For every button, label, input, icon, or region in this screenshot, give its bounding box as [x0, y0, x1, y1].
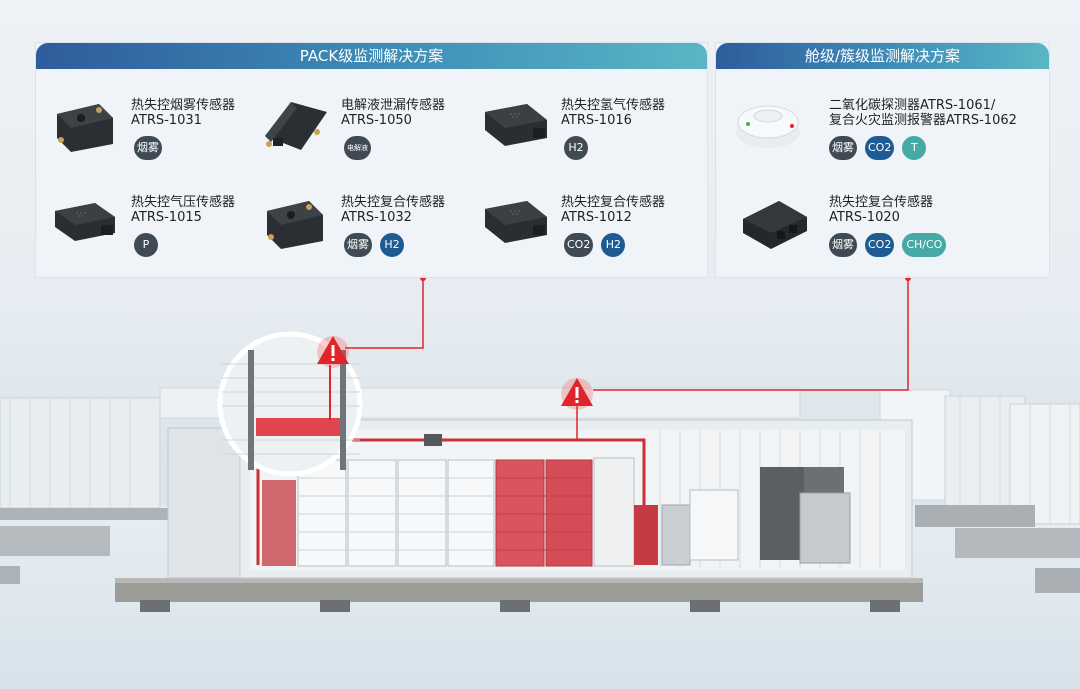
tag-electrolyte: 电解液 [344, 136, 371, 160]
sensor-model: ATRS-1031 [131, 113, 202, 128]
tag-smoke: 烟雾 [344, 233, 372, 257]
hydrogen-sensor-device-icon [485, 104, 547, 146]
sensor-tags: P [134, 233, 158, 257]
composite-sensor-device-icon [743, 201, 807, 249]
sensor-name: 热失控复合传感器 [561, 195, 666, 210]
background-container-right [879, 389, 1080, 593]
pressure-sensor-device-icon [55, 203, 115, 241]
tag-h2: H2 [564, 136, 588, 160]
sensor-name: 二氧化碳探测器ATRS-1061/ [829, 98, 996, 113]
smoke-detector-device-icon [736, 105, 800, 148]
tag-pressure: P [134, 233, 158, 257]
sensor-card-atrs-1050: 电解液泄漏传感器 ATRS-1050 电解液 [261, 98, 471, 168]
sensor-model: ATRS-1016 [561, 113, 632, 128]
sensor-card-atrs-1061-1062: 二氧化碳探测器ATRS-1061/ 复合火灾监测报警器ATRS-1062 烟雾 … [734, 98, 1044, 168]
sensor-model: ATRS-1020 [829, 210, 900, 225]
sensor-model: 复合火灾监测报警器ATRS-1062 [829, 113, 1017, 128]
sensor-card-atrs-1016: 热失控氢气传感器 ATRS-1016 H2 [481, 98, 701, 168]
sensor-card-atrs-1032: 热失控复合传感器 ATRS-1032 烟雾 H2 [261, 195, 471, 265]
tag-smoke: 烟雾 [829, 233, 857, 257]
tag-h2: H2 [601, 233, 626, 257]
pack-level-panel: PACK级监测解决方案 热失控烟雾传感器 ATRS-1031 烟雾 [35, 42, 708, 278]
sensor-name: 热失控氢气传感器 [561, 98, 666, 113]
sensor-name: 热失控复合传感器 [341, 195, 446, 210]
warning-triangle-icon [317, 336, 349, 368]
sensor-model: ATRS-1050 [341, 113, 412, 128]
tag-smoke: 烟雾 [134, 136, 162, 160]
sensor-tags: 电解液 [344, 136, 371, 160]
sensor-tags: CO2 H2 [564, 233, 626, 257]
main-container [167, 419, 913, 579]
sensor-name: 电解液泄漏传感器 [341, 98, 446, 113]
sensor-tags: 烟雾 H2 [344, 233, 404, 257]
cabin-level-panel-title: 舱级/簇级监测解决方案 [716, 43, 1049, 69]
sensor-tags: H2 [564, 136, 588, 160]
sensor-model: ATRS-1015 [131, 210, 202, 225]
tag-smoke: 烟雾 [829, 136, 857, 160]
sensor-name: 热失控气压传感器 [131, 195, 236, 210]
tag-co2: CO2 [865, 233, 895, 257]
sensor-name: 热失控烟雾传感器 [131, 98, 236, 113]
cabin-level-panel: 舱级/簇级监测解决方案 二氧化碳探测器ATRS-1061/ 复合火灾监测报警器A… [715, 42, 1050, 278]
magnifier-detail [217, 331, 363, 477]
sensor-name: 热失控复合传感器 [829, 195, 934, 210]
sensor-model: ATRS-1032 [341, 210, 412, 225]
sensor-tags: 烟雾 CO2 T [829, 136, 927, 160]
tag-temperature: T [902, 136, 927, 160]
sensor-card-atrs-1015: 热失控气压传感器 ATRS-1015 P [51, 195, 261, 265]
main-container-base [115, 578, 923, 612]
tag-co2: CO2 [564, 233, 594, 257]
tag-h2: H2 [380, 233, 404, 257]
connector-lines [345, 278, 909, 440]
composite-sensor-device-icon [485, 201, 547, 243]
tag-co2: CO2 [865, 136, 895, 160]
sensor-tags: 烟雾 CO2 CH/CO [829, 233, 947, 257]
sensor-card-atrs-1031: 热失控烟雾传感器 ATRS-1031 烟雾 [51, 98, 261, 168]
tag-ch-co: CH/CO [902, 233, 947, 257]
pack-level-panel-title: PACK级监测解决方案 [36, 43, 707, 69]
smoke-sensor-device-icon [57, 104, 113, 152]
electrolyte-sensor-device-icon [265, 102, 327, 150]
background-container-left [0, 397, 170, 584]
sensor-model: ATRS-1012 [561, 210, 632, 225]
sensor-card-atrs-1020: 热失控复合传感器 ATRS-1020 烟雾 CO2 CH/CO [734, 195, 1044, 265]
composite-sensor-device-icon [267, 201, 323, 249]
sensor-tags: 烟雾 [134, 136, 162, 160]
sensor-card-atrs-1012: 热失控复合传感器 ATRS-1012 CO2 H2 [481, 195, 701, 265]
warning-triangle-icon [561, 378, 593, 410]
